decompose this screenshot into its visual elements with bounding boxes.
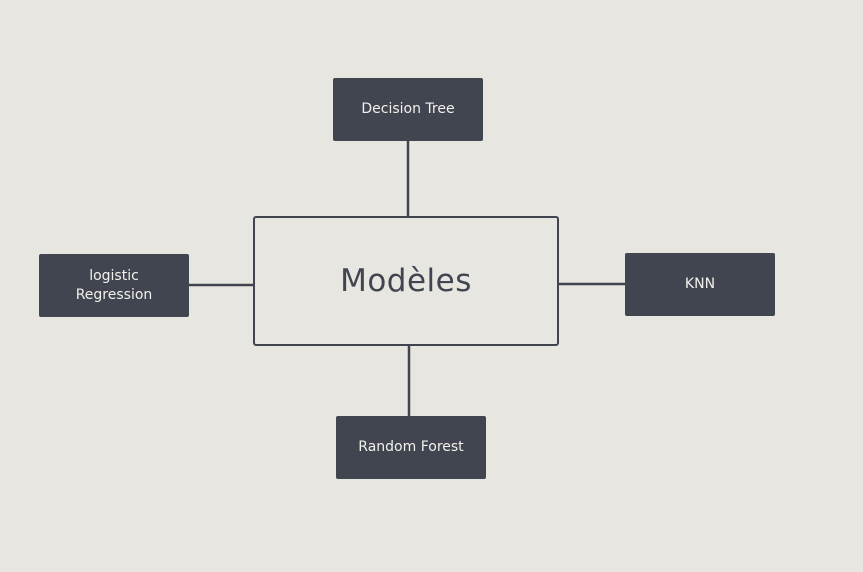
node-random-forest[interactable]: Random Forest bbox=[336, 416, 486, 479]
node-random-forest-label: Random Forest bbox=[358, 439, 464, 455]
node-knn-label: KNN bbox=[684, 276, 716, 292]
node-logistic-regression-label: logistic Regression bbox=[75, 267, 153, 303]
center-node-models[interactable]: Modèles bbox=[253, 216, 559, 346]
center-node-label: Modèles bbox=[340, 263, 472, 299]
node-decision-tree-label: Decision Tree bbox=[361, 101, 455, 117]
node-logistic-regression[interactable]: logistic Regression bbox=[39, 254, 189, 317]
node-knn[interactable]: KNN bbox=[625, 253, 775, 316]
node-decision-tree[interactable]: Decision Tree bbox=[333, 78, 483, 141]
